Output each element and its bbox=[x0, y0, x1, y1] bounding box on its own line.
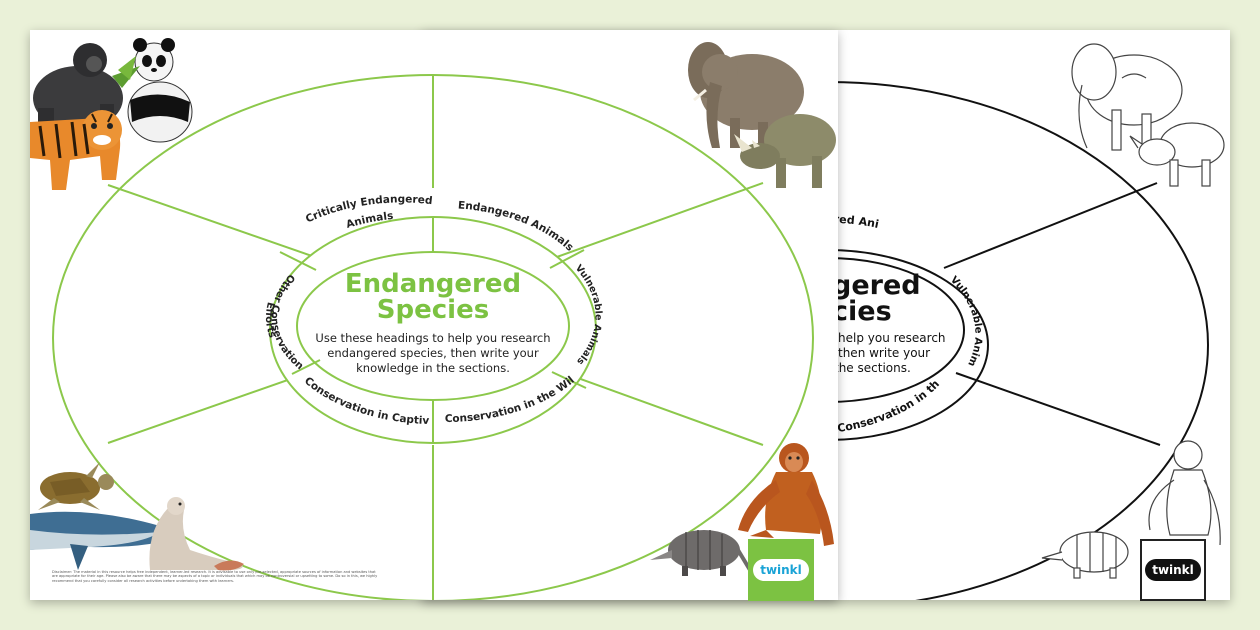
instruction-line3: knowledge in the sections. bbox=[356, 361, 510, 375]
back-instruction-line3: the sections. bbox=[834, 361, 911, 375]
elephant-illustration bbox=[688, 42, 804, 148]
ring-divider bbox=[551, 371, 587, 389]
armadillo-illustration bbox=[650, 530, 752, 576]
heading-other-line2: Efforts bbox=[263, 301, 278, 340]
ring-divider bbox=[549, 249, 585, 269]
twinkl-logo-back: twinkl bbox=[1140, 539, 1206, 601]
sea-turtle-illustration bbox=[38, 462, 114, 510]
back-spoke bbox=[955, 372, 1161, 446]
back-instruction-line1: help you research bbox=[838, 331, 946, 345]
back-title-line2: cies bbox=[832, 296, 892, 327]
orangutan-illustration bbox=[738, 443, 834, 546]
orangutan-outline-illustration bbox=[1148, 440, 1221, 546]
spoke-top-right bbox=[553, 182, 764, 259]
disclaimer-text: Disclaimer: The material in this resourc… bbox=[52, 570, 378, 583]
spoke-bottom-right bbox=[563, 372, 764, 446]
spoke-bottom-left bbox=[107, 374, 303, 444]
instruction-line2: endangered species, then write your bbox=[327, 346, 539, 360]
whale-illustration bbox=[30, 511, 174, 570]
worksheet-front-page: Critically Endangered Animals Endangered… bbox=[30, 30, 838, 601]
seal-illustration bbox=[149, 497, 244, 571]
tiger-illustration bbox=[30, 110, 122, 190]
twinkl-logo-text: twinkl bbox=[1145, 559, 1201, 581]
armadillo-outline-illustration bbox=[1041, 531, 1129, 579]
back-title-line1: gered bbox=[832, 270, 921, 301]
back-instruction-line2: then write your bbox=[838, 346, 930, 360]
title-line2: Species bbox=[377, 295, 489, 325]
panda-illustration bbox=[112, 38, 193, 143]
instruction-line1: Use these headings to help you research bbox=[315, 331, 550, 345]
ring-divider bbox=[291, 359, 321, 375]
rhino-outline-illustration bbox=[1129, 122, 1225, 187]
oval-diagram: Critically Endangered Animals Endangered… bbox=[30, 30, 836, 600]
twinkl-logo-text: twinkl bbox=[753, 559, 809, 581]
back-spoke bbox=[943, 182, 1158, 269]
spoke-top-left bbox=[107, 184, 313, 257]
rhino-illustration bbox=[734, 114, 836, 188]
ring-divider bbox=[279, 251, 317, 271]
title-line1: Endangered bbox=[345, 269, 521, 299]
twinkl-logo: twinkl bbox=[748, 539, 814, 601]
